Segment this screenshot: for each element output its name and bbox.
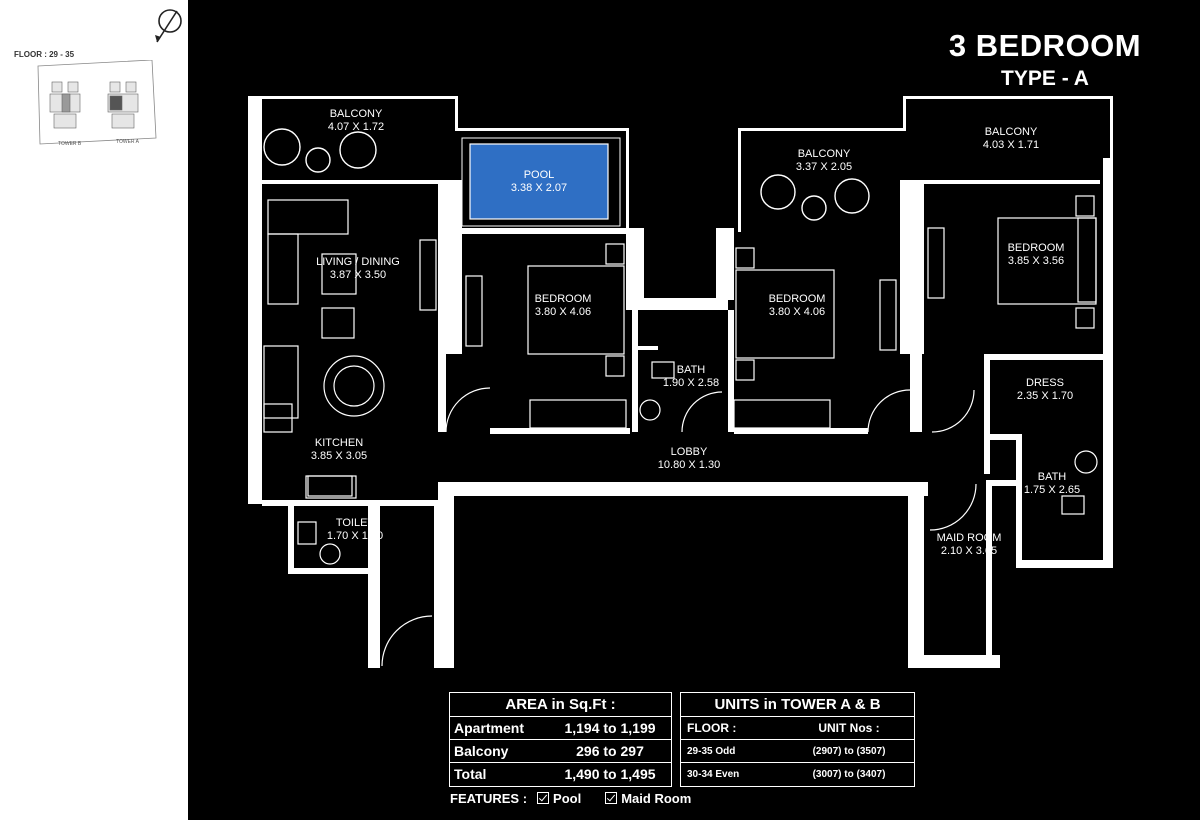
tower-key-plan (37, 60, 157, 145)
bath-fixtures (297, 361, 1098, 565)
unit-type: TYPE - A (1001, 67, 1089, 90)
units-table: UNITS in TOWER A & B FLOOR : UNIT Nos : … (680, 692, 915, 787)
living-furniture (263, 199, 385, 499)
checkbox-checked-icon (605, 792, 618, 804)
feature-maid-room: Maid Room (621, 791, 692, 806)
tower-b-label: TOWER B (58, 141, 82, 147)
north-compass-icon (155, 9, 182, 43)
tower-b-plan (49, 81, 81, 129)
area-row-apartment: Apartment 1,194 to 1,199 (450, 716, 671, 740)
balcony-furniture (263, 128, 870, 221)
tower-a-plan (107, 81, 139, 129)
tower-a-label: TOWER A (116, 139, 139, 145)
bedroom-furniture (419, 195, 1097, 429)
area-table: AREA in Sq.Ft : Apartment 1,194 to 1,199… (449, 692, 672, 787)
pool-area (469, 143, 609, 220)
checkbox-checked-icon (537, 792, 550, 804)
features-label: FEATURES : (450, 791, 528, 806)
key-plan-panel: FLOOR : 29 - 35 TOWER B TOWER A (0, 0, 188, 820)
area-row-total: Total 1,490 to 1,495 (450, 762, 671, 786)
feature-pool: Pool (553, 791, 582, 806)
unit-title: 3 BEDROOM (948, 28, 1142, 63)
area-row-balcony: Balcony 296 to 297 (450, 739, 671, 763)
doors (381, 387, 977, 667)
floor-range-label: FLOOR : 29 - 35 (14, 50, 75, 59)
units-table-heading: UNITS in TOWER A & B (714, 696, 881, 713)
units-header-row: FLOOR : UNIT Nos : (681, 716, 914, 740)
walls (248, 96, 1113, 668)
units-row-even: 30-34 Even (3007) to (3407) (681, 762, 914, 786)
features-line: FEATURES : Pool Maid Room (450, 791, 691, 806)
area-table-heading: AREA in Sq.Ft : (505, 696, 616, 713)
units-row-odd: 29-35 Odd (2907) to (3507) (681, 739, 914, 763)
